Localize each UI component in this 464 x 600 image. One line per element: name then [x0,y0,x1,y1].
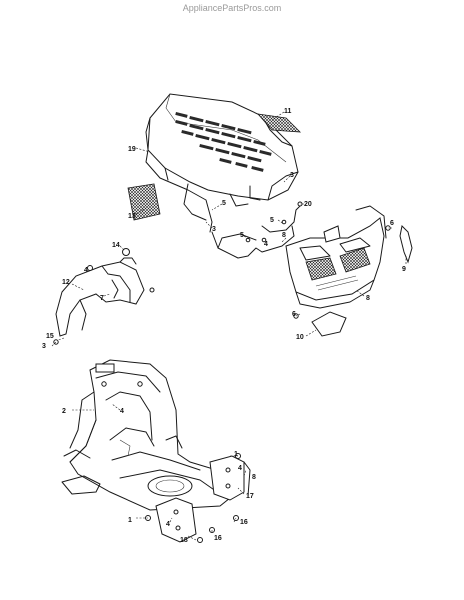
callout-20: 20 [304,201,312,208]
side-grille-left [127,183,161,221]
callout-2: 2 [62,408,66,415]
callout-11: 11 [284,108,292,115]
callout-16b: 16 [214,535,222,542]
callout-8c: 8 [252,474,256,481]
callout-8b: 8 [366,295,370,302]
callout-19: 19 [128,146,136,153]
callout-3c: 3 [42,343,46,350]
callout-3b: 3 [212,226,216,233]
callout-13: 13 [128,213,136,220]
hood [145,93,299,233]
callout-3a: 3 [290,172,294,179]
watermark: AppliancePartsPros.com [182,3,282,13]
callout-12: 12 [62,279,70,286]
callout-4e: 4 [166,521,170,528]
callout-labels: 11 19 3 5 13 3 20 5 8 5 4 6 9 8 6 10 14 … [42,108,406,544]
callout-8a: 8 [282,232,286,239]
callout-1a: 1 [234,451,238,458]
leader-lines [51,111,407,541]
axle-bracket-left [155,497,197,543]
frame-chassis [61,359,241,511]
hood-vent-slots [175,112,272,172]
callout-9: 9 [402,266,406,273]
axle-bracket-right [209,455,251,501]
callout-14: 14 [112,242,120,249]
callout-7: 7 [100,295,104,302]
front-grille [285,205,387,309]
callout-17: 17 [246,493,254,500]
callout-16a: 16 [240,519,248,526]
callout-4b: 4 [84,267,88,274]
callout-4c: 4 [120,408,124,415]
callout-5c: 5 [240,232,244,239]
callout-10: 10 [296,334,304,341]
ignition-knob [122,248,130,256]
callout-6a: 6 [390,220,394,227]
callout-18: 18 [180,537,188,544]
headlight-lens [399,224,413,264]
dash-panel [55,248,155,337]
callout-5b: 5 [270,217,274,224]
lower-lens [311,311,347,337]
callout-4d: 4 [238,465,242,472]
callout-5a: 5 [222,200,226,207]
callout-4a: 4 [264,241,268,248]
callout-15: 15 [46,333,54,340]
callout-1b: 1 [128,517,132,524]
callout-6b: 6 [292,311,296,318]
